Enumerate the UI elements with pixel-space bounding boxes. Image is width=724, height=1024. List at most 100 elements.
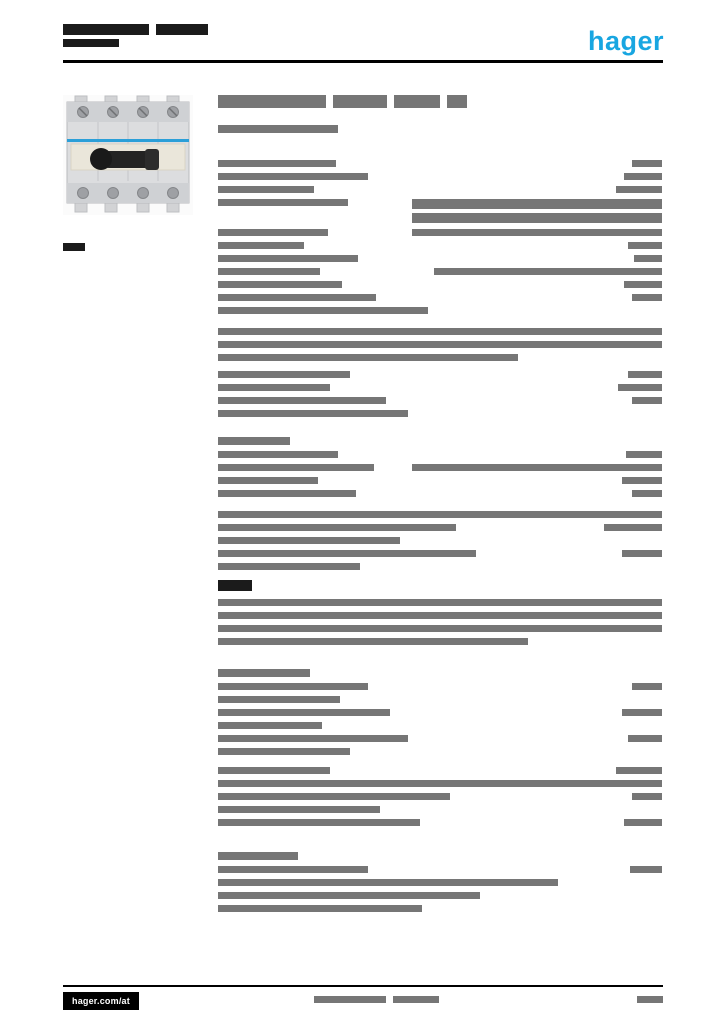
paragraph-line-redacted [218, 625, 662, 632]
redacted-text-bar [218, 550, 476, 557]
redacted-text-bar [218, 307, 428, 314]
subheading-dark-redacted [218, 580, 662, 591]
redacted-text-bar [218, 490, 356, 497]
redacted-text-bar [218, 511, 662, 518]
redacted-text-bar [632, 490, 662, 497]
value-block-redacted [412, 199, 662, 223]
redacted-text-bar [218, 638, 528, 645]
spec-row-redacted [218, 767, 662, 774]
redacted-text-bar [218, 281, 342, 288]
redacted-text-bar [632, 160, 662, 167]
spec-row-redacted [218, 268, 662, 275]
spec-label-redacted [218, 307, 662, 314]
section-gap [218, 503, 662, 511]
redacted-text-bar [632, 793, 662, 800]
redacted-text-bar [218, 477, 318, 484]
redacted-text-bar [218, 384, 330, 391]
redacted-text-bar [218, 294, 376, 301]
redacted-text-bar [218, 160, 336, 167]
redacted-text-bar [218, 892, 480, 899]
redacted-line [63, 24, 208, 35]
redacted-text-bar [218, 580, 252, 591]
redacted-text-bar [218, 806, 380, 813]
redacted-text-bar [218, 410, 408, 417]
spec-label-redacted [218, 354, 662, 361]
redacted-text-bar [218, 780, 662, 787]
product-title-redacted [218, 95, 662, 108]
paragraph-line-redacted [218, 879, 662, 886]
redacted-text-bar [632, 397, 662, 404]
redacted-text-bar [218, 735, 408, 742]
redacted-text-bar [218, 767, 330, 774]
redacted-text-bar [628, 242, 662, 249]
redacted-text-bar [333, 95, 387, 108]
redacted-text-bar [604, 524, 662, 531]
spec-label-redacted [218, 722, 662, 729]
spec-row-redacted [218, 866, 662, 873]
redacted-text-bar [156, 24, 208, 35]
specifications-redacted [218, 160, 662, 912]
redacted-text-bar [218, 709, 390, 716]
section-heading-redacted [218, 852, 662, 860]
spec-row-redacted [218, 683, 662, 690]
redacted-text-bar [218, 125, 338, 133]
redacted-text-bar [218, 722, 322, 729]
spec-label-redacted [218, 563, 662, 570]
spec-label-redacted [218, 638, 662, 645]
spec-label-redacted [218, 696, 662, 703]
redacted-text-bar [218, 95, 326, 108]
redacted-text-bar [218, 341, 662, 348]
spec-row-redacted [218, 371, 662, 378]
redacted-text-bar [616, 767, 662, 774]
redacted-text-bar [218, 371, 350, 378]
redacted-text-bar [632, 294, 662, 301]
redacted-text-bar [218, 242, 304, 249]
redacted-text-bar [434, 268, 662, 275]
redacted-line [637, 995, 663, 1003]
redacted-text-bar [630, 866, 662, 873]
spec-row-redacted [218, 160, 662, 167]
redacted-text-bar [412, 464, 662, 471]
document-header-redacted [63, 24, 208, 51]
redacted-line [218, 125, 662, 133]
spec-label-redacted [218, 905, 662, 912]
redacted-text-bar [412, 213, 662, 223]
redacted-text-bar [218, 612, 662, 619]
footer-rule [63, 985, 663, 987]
spec-row-redacted [218, 550, 662, 557]
spec-row-redacted [218, 819, 662, 826]
redacted-text-bar [218, 683, 368, 690]
redacted-text-bar [218, 819, 420, 826]
redacted-text-bar [218, 793, 450, 800]
section-heading-redacted [218, 437, 662, 445]
left-column [63, 95, 203, 255]
redacted-text-bar [313, 995, 386, 1003]
spec-row-redacted [218, 397, 662, 404]
redacted-text-bar [622, 709, 662, 716]
section-gap [218, 320, 662, 328]
redacted-line [63, 39, 208, 47]
redacted-text-bar [622, 550, 662, 557]
redacted-text-bar [622, 477, 662, 484]
redacted-text-bar [218, 879, 558, 886]
spec-row-redacted [218, 229, 662, 236]
paragraph-line-redacted [218, 612, 662, 619]
redacted-text-bar [218, 696, 340, 703]
redacted-text-bar [63, 39, 119, 47]
subtitle-redacted [218, 125, 662, 133]
paragraph-line-redacted [218, 780, 662, 787]
redacted-text-bar [624, 173, 662, 180]
footer-page-number-redacted [637, 995, 663, 1007]
spec-row-redacted [218, 464, 662, 471]
redacted-text-bar [218, 852, 298, 860]
redacted-text-bar [624, 819, 662, 826]
redacted-text-bar [218, 748, 350, 755]
spec-row-multivalue-redacted [218, 199, 662, 223]
header-rule [63, 60, 663, 63]
spec-row-redacted [218, 173, 662, 180]
redacted-text-bar [218, 464, 374, 471]
redacted-line [313, 995, 439, 1003]
spec-label-redacted [218, 748, 662, 755]
redacted-text-bar [616, 186, 662, 193]
